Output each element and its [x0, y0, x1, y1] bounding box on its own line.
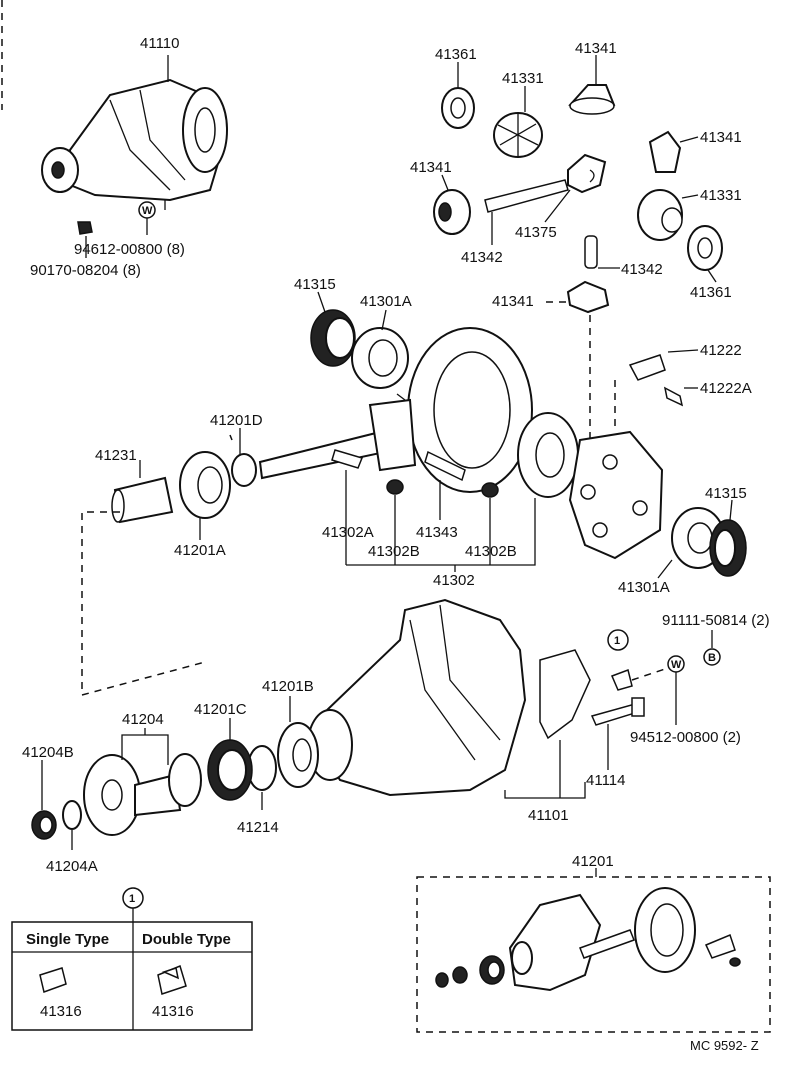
label-90170-08204: 90170-08204 (8) [30, 262, 141, 279]
label-41301A-right: 41301A [618, 579, 670, 596]
washer-41361-right-drawing [687, 225, 723, 283]
label-41110: 41110 [140, 35, 180, 52]
plate-41343-drawing [424, 450, 466, 520]
bolt-41114-drawing [590, 697, 645, 770]
label-41343: 41343 [416, 524, 458, 541]
label-41342-left: 41342 [461, 249, 503, 266]
bearing-41315-top-drawing [310, 291, 356, 367]
gear-41331-right-drawing [637, 189, 699, 241]
guide-dash-left [81, 511, 206, 696]
label-41214: 41214 [237, 819, 279, 836]
label-41302: 41302 [433, 572, 475, 589]
block-41375-drawing [544, 153, 607, 223]
bolt-91111-drawing: B [703, 630, 721, 666]
gear-41341-right-drawing [648, 130, 699, 173]
ref-marker-top: 1 [614, 635, 620, 647]
label-41201: 41201 [572, 853, 614, 870]
nut-41302B-left-drawing [386, 479, 404, 565]
pin-41342-right-drawing [584, 235, 620, 269]
label-41301A-top: 41301A [360, 293, 412, 310]
stud-90170-drawing [77, 221, 93, 258]
ring-gear-drawing [395, 327, 533, 493]
label-41341-left: 41341 [410, 159, 452, 176]
carrier-assembly-drawing [41, 55, 228, 202]
spacer-41214-drawing [247, 745, 277, 810]
ring-41201D-drawing [231, 428, 257, 487]
label-41204A: 41204A [46, 858, 98, 875]
gear-41341-left-drawing [433, 174, 471, 235]
label-41302A: 41302A [322, 524, 374, 541]
label-41342-right: 41342 [621, 261, 663, 278]
gear-41341-top-drawing [568, 55, 616, 115]
washer-94512-8-drawing: W [138, 200, 166, 235]
bearing-41315-right-drawing [709, 499, 747, 577]
diff-case-drawing [517, 380, 664, 560]
footer-code: MC 9592- Z [690, 1038, 759, 1053]
inset-double-label: Double Type [142, 931, 231, 948]
label-41201B: 41201B [262, 678, 314, 695]
nut-41204B-drawing [31, 760, 57, 840]
washer-41204A-drawing [62, 800, 82, 850]
spacer-41231-drawing [111, 460, 174, 524]
label-41341-right: 41341 [700, 129, 742, 146]
bearing-41301A-top-drawing [351, 309, 409, 389]
label-41361-right: 41361 [690, 284, 732, 301]
label-41201C: 41201C [194, 701, 247, 718]
nut-41302B-right-drawing [481, 482, 499, 565]
w-marker-top: W [142, 205, 153, 217]
label-41204: 41204 [122, 711, 164, 728]
inset-single-label: Single Type [26, 931, 109, 948]
label-41201D: 41201D [210, 412, 263, 429]
bearing-41201B-drawing [277, 696, 319, 788]
label-41302B-right: 41302B [465, 543, 517, 560]
bearing-41201A-drawing [179, 451, 231, 540]
bolt-41222A-drawing [663, 386, 698, 407]
w-marker-right: W [671, 659, 682, 671]
label-41315-right: 41315 [705, 485, 747, 502]
washer-41361-top-drawing [441, 62, 475, 129]
label-41201A: 41201A [174, 542, 226, 559]
gear-set-41201-box [416, 868, 771, 1033]
label-94612-00800: 94612-00800 (8) [74, 241, 185, 258]
set-41302-bracket [346, 498, 536, 566]
shaft-41342-left-drawing [484, 179, 569, 245]
gear-41331-top-drawing [493, 86, 543, 158]
guide-dash-a [229, 434, 233, 441]
label-41341-top: 41341 [575, 40, 617, 57]
gear-41341-mid-drawing [546, 280, 610, 440]
label-41114: 41114 [586, 772, 626, 789]
label-94512-00800: 94512-00800 (2) [630, 729, 741, 746]
flange-41204-drawing [83, 728, 202, 836]
label-41231: 41231 [95, 447, 137, 464]
bearing-41201C-drawing [207, 718, 253, 801]
label-41331-top: 41331 [502, 70, 544, 87]
inset-double-part: 41316 [152, 1003, 194, 1020]
ref-marker-bottom: 1 [129, 893, 135, 905]
clip-ref-drawing: 1 [607, 629, 669, 691]
lock-41222-drawing [628, 349, 699, 381]
label-41222: 41222 [700, 342, 742, 359]
label-41204B: 41204B [22, 744, 74, 761]
washer-94512-2-drawing: W [667, 655, 685, 725]
label-41361-top: 41361 [435, 46, 477, 63]
label-41222A: 41222A [700, 380, 752, 397]
label-41302B-left: 41302B [368, 543, 420, 560]
label-41315-top: 41315 [294, 276, 336, 293]
label-41375: 41375 [515, 224, 557, 241]
inset-single-part: 41316 [40, 1003, 82, 1020]
pinion-shaft-drawing [258, 398, 417, 480]
b-marker-right: B [708, 652, 716, 664]
clip-type-inset: 1 [11, 887, 253, 1031]
label-41341-mid: 41341 [492, 293, 534, 310]
label-41331-right: 41331 [700, 187, 742, 204]
label-41101: 41101 [528, 807, 569, 824]
bolt-41302A-drawing [331, 449, 364, 565]
housing-41101-drawing [307, 598, 591, 799]
label-91111-50814: 91111-50814 (2) [662, 612, 770, 629]
